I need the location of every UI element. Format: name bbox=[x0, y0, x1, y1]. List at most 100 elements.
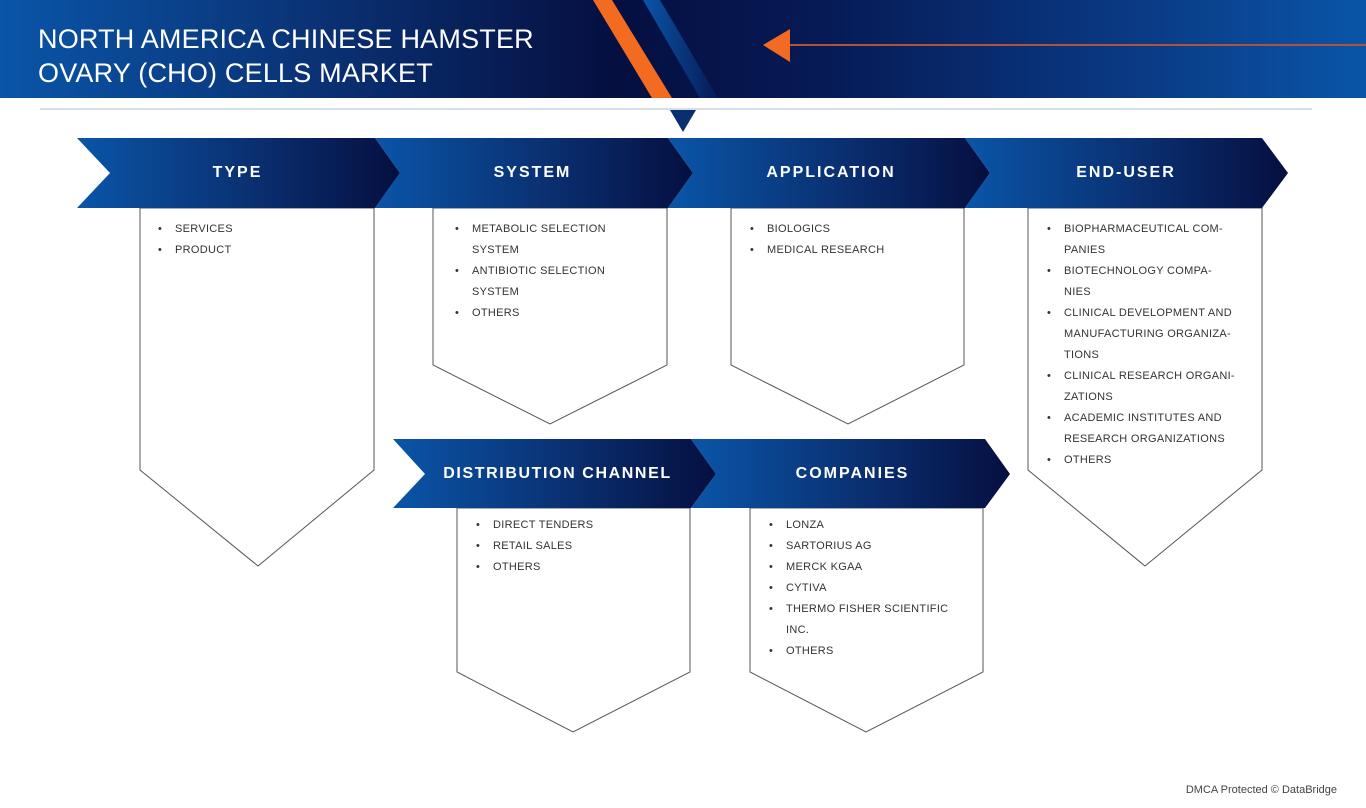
list-item-label: ANTIBIOTIC SELECTION bbox=[472, 265, 606, 277]
list-item-label: MERCK KGAA bbox=[786, 561, 863, 573]
list-item: • MEDICAL RESEARCH bbox=[750, 240, 884, 261]
list-item-label: OTHERS bbox=[1064, 454, 1112, 466]
bullet-icon: • bbox=[476, 519, 481, 531]
list-item-label: PANIES bbox=[1064, 244, 1106, 256]
list-item: •SARTORIUS AG bbox=[769, 536, 948, 557]
list-item: • CLINICAL DEVELOPMENT AND bbox=[1047, 303, 1235, 324]
application-chevron bbox=[668, 138, 990, 208]
bullet-icon: • bbox=[158, 223, 163, 235]
list-item-label: SERVICES bbox=[175, 223, 233, 235]
bullet-icon: • bbox=[1047, 265, 1052, 277]
list-item: • THERMO FISHER SCIENTIFIC bbox=[769, 599, 948, 620]
application-header: APPLICATION bbox=[766, 164, 896, 181]
list-item-label: OTHERS bbox=[472, 307, 520, 319]
blue-stripe bbox=[643, 0, 718, 98]
list-item-label: CLINICAL RESEARCH ORGANI- bbox=[1064, 370, 1235, 382]
bullet-icon: • bbox=[769, 519, 774, 531]
bullet-icon: • bbox=[769, 582, 774, 594]
bullet-icon: • bbox=[1047, 454, 1052, 466]
arrow-head-icon bbox=[763, 29, 790, 62]
orange-stripe bbox=[593, 0, 672, 98]
list-item: RESEARCH ORGANIZATIONS bbox=[1047, 429, 1235, 450]
system-header: SYSTEM bbox=[493, 164, 572, 181]
system-list: • METABOLIC SELECTION SYSTEM • ANTIBIOTIC SE… bbox=[455, 219, 606, 324]
bullet-icon: • bbox=[769, 603, 774, 615]
list-item: •DIRECT TENDERS bbox=[476, 515, 593, 536]
list-item: TIONS bbox=[1047, 345, 1235, 366]
bullet-icon: • bbox=[769, 645, 774, 657]
distribution-header: DISTRIBUTION CHANNEL bbox=[443, 465, 672, 482]
companies-chevron bbox=[691, 439, 1010, 508]
list-item: NIES bbox=[1047, 282, 1235, 303]
list-item: SYSTEM bbox=[455, 282, 606, 303]
list-item: • BIOTECHNOLOGY COMPA- bbox=[1047, 261, 1235, 282]
bullet-icon: • bbox=[455, 265, 460, 277]
page-title: NORTH AMERICA CHINESE HAMSTER OVARY (CHO… bbox=[38, 22, 534, 90]
down-pointer-icon bbox=[670, 110, 696, 132]
list-item: • PRODUCT bbox=[158, 240, 233, 261]
list-item-label: PRODUCT bbox=[175, 244, 232, 256]
list-item: • BIOPHARMACEUTICAL COM- bbox=[1047, 219, 1235, 240]
list-item: • MERCK KGAA bbox=[769, 557, 948, 578]
list-item: •BIOLOGICS bbox=[750, 219, 884, 240]
list-item: • LONZA bbox=[769, 515, 948, 536]
bullet-icon: • bbox=[1047, 307, 1052, 319]
list-item: • SERVICES bbox=[158, 219, 233, 240]
list-item: MANUFACTURING ORGANIZA- bbox=[1047, 324, 1235, 345]
footer-copyright: DMCA Protected © DataBridge bbox=[1185, 784, 1337, 796]
companies-list: •LONZA•SARTORIUS AG•MERCK KGAA•CYTIVA•TH… bbox=[769, 515, 948, 662]
list-item-label: TIONS bbox=[1064, 349, 1100, 361]
list-item-label: INC. bbox=[786, 624, 810, 636]
list-item-label: MEDICAL RESEARCH bbox=[767, 244, 885, 256]
end-user-chevron bbox=[965, 138, 1288, 208]
list-item-label: BIOPHARMACEUTICAL COM- bbox=[1064, 223, 1223, 235]
bullet-icon: • bbox=[1047, 412, 1052, 424]
type-chevron bbox=[77, 138, 400, 208]
list-item: INC. bbox=[769, 620, 948, 641]
list-item-label: BIOLOGICS bbox=[767, 223, 831, 235]
list-item: • ACADEMIC INSTITUTES AND bbox=[1047, 408, 1235, 429]
list-item-label: SARTORIUS AG bbox=[786, 540, 872, 552]
list-item: •RETAIL SALES bbox=[476, 536, 593, 557]
type-list: • SERVICES • PRODUCT bbox=[158, 219, 233, 261]
list-item-label: ZATIONS bbox=[1064, 391, 1113, 403]
list-item-label: MANUFACTURING ORGANIZA- bbox=[1064, 328, 1232, 340]
list-item: •OTHERS bbox=[455, 303, 606, 324]
application-list: •BIOLOGICS • MEDICAL RESEARCH bbox=[750, 219, 884, 261]
bullet-icon: • bbox=[476, 540, 481, 552]
list-item-label: SYSTEM bbox=[472, 244, 520, 256]
list-item-label: RESEARCH ORGANIZATIONS bbox=[1064, 433, 1226, 445]
list-item-label: OTHERS bbox=[493, 561, 541, 573]
bullet-icon: • bbox=[1047, 370, 1052, 382]
list-item: ZATIONS bbox=[1047, 387, 1235, 408]
bullet-icon: • bbox=[1047, 223, 1052, 235]
distribution-list: •DIRECT TENDERS•RETAIL SALES•OTHERS bbox=[476, 515, 593, 578]
companies-header: COMPANIES bbox=[795, 465, 910, 482]
bullet-icon: • bbox=[769, 561, 774, 573]
list-item: PANIES bbox=[1047, 240, 1235, 261]
list-item: • CYTIVA bbox=[769, 578, 948, 599]
list-item: • OTHERS bbox=[1047, 450, 1235, 471]
system-chevron bbox=[375, 138, 693, 208]
list-item-label: CYTIVA bbox=[786, 582, 827, 594]
list-item-label: LONZA bbox=[786, 519, 825, 531]
title-line-2: OVARY (CHO) CELLS MARKET bbox=[38, 58, 433, 88]
list-item-label: THERMO FISHER SCIENTIFIC bbox=[786, 603, 949, 615]
list-item: • CLINICAL RESEARCH ORGANI- bbox=[1047, 366, 1235, 387]
bullet-icon: • bbox=[750, 244, 755, 256]
end-user-header: END-USER bbox=[1076, 164, 1176, 181]
list-item: SYSTEM bbox=[455, 240, 606, 261]
list-item: •OTHERS bbox=[476, 557, 593, 578]
list-item-label: BIOTECHNOLOGY COMPA- bbox=[1064, 265, 1213, 277]
title-line-1: NORTH AMERICA CHINESE HAMSTER bbox=[38, 24, 534, 54]
bullet-icon: • bbox=[158, 244, 163, 256]
list-item-label: CLINICAL DEVELOPMENT AND bbox=[1064, 307, 1232, 319]
bullet-icon: • bbox=[455, 223, 460, 235]
list-item: • METABOLIC SELECTION bbox=[455, 219, 606, 240]
list-item-label: METABOLIC SELECTION bbox=[472, 223, 606, 235]
type-header: TYPE bbox=[212, 164, 263, 181]
list-item-label: ACADEMIC INSTITUTES AND bbox=[1064, 412, 1222, 424]
end-user-list: • BIOPHARMACEUTICAL COM- PANIES • BIOTECHNOL… bbox=[1047, 219, 1235, 471]
